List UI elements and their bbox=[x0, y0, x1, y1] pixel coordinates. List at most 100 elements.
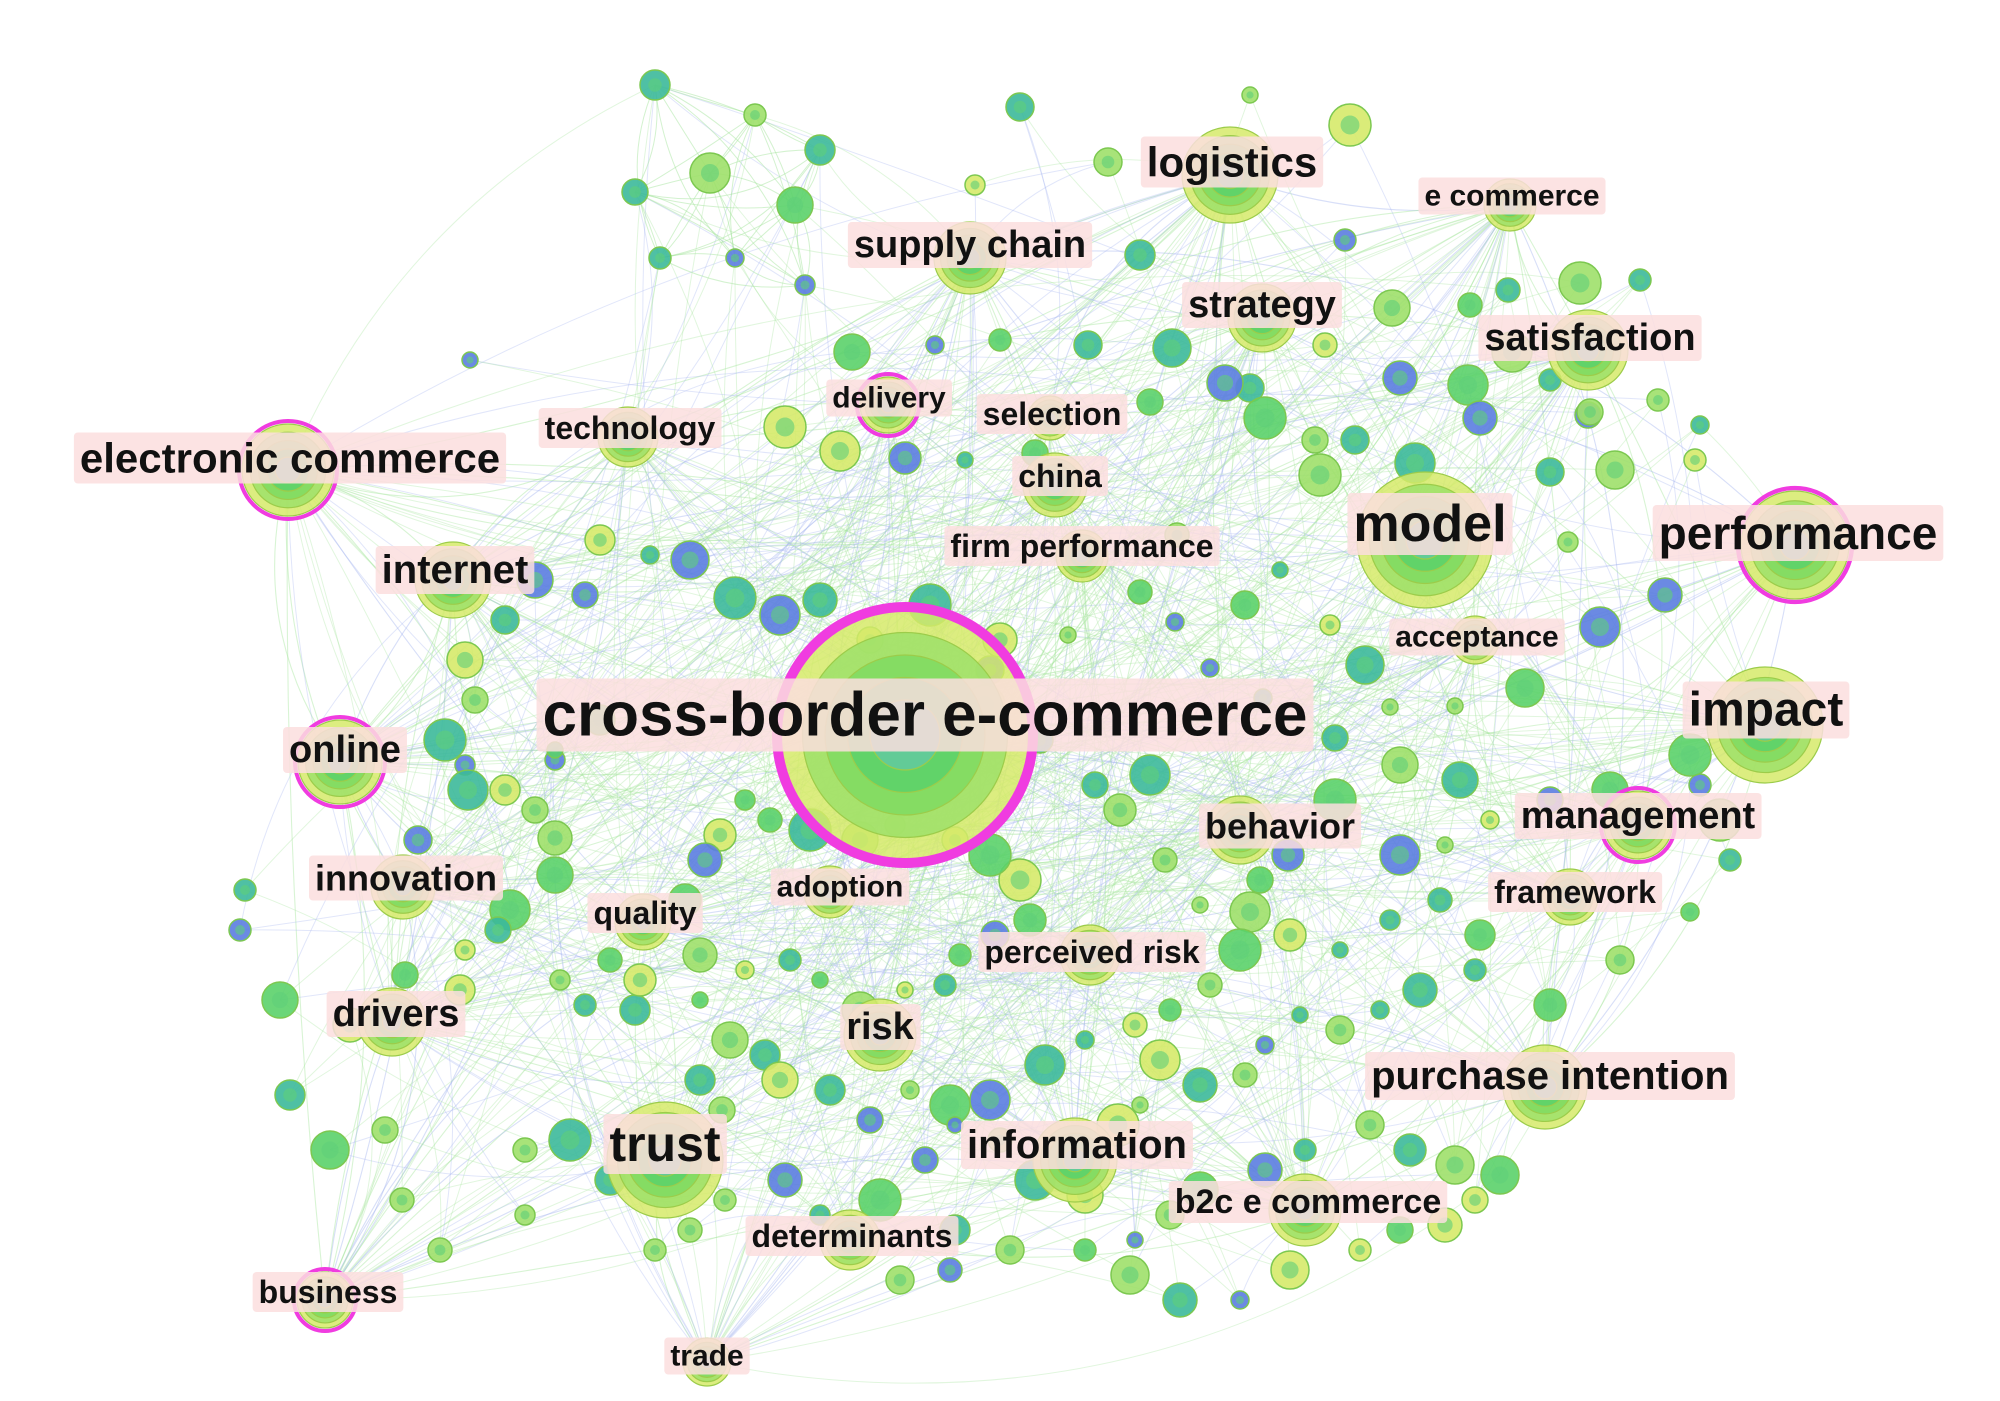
co-occurrence-edge bbox=[1087, 344, 1310, 1211]
co-occurrence-edge bbox=[1544, 724, 1766, 1088]
minor-node-core bbox=[1243, 381, 1257, 395]
co-occurrence-edge bbox=[1261, 317, 1591, 413]
keyword-label-background bbox=[664, 1337, 750, 1375]
minor-node-core bbox=[1246, 91, 1254, 99]
minor-node-core bbox=[1276, 566, 1284, 574]
co-occurrence-edge bbox=[464, 204, 1511, 951]
co-occurrence-edge bbox=[969, 257, 1766, 726]
co-occurrence-edge bbox=[402, 886, 1341, 991]
co-occurrence-edge bbox=[402, 404, 889, 888]
minor-node-core bbox=[696, 996, 704, 1004]
co-occurrence-edge bbox=[654, 84, 806, 286]
minor-node-core bbox=[1441, 841, 1449, 849]
co-occurrence-edge bbox=[504, 257, 971, 621]
minor-node-core bbox=[1464, 299, 1476, 311]
keyword-label-background bbox=[538, 408, 722, 448]
minor-node-core bbox=[1309, 434, 1321, 446]
keyword-label: cross-border e-commerce bbox=[543, 681, 1308, 750]
co-occurrence-edge bbox=[1217, 387, 1251, 831]
minor-node-core bbox=[271, 991, 289, 1009]
keyword-label: supply chain bbox=[854, 224, 1086, 266]
co-occurrence-edge bbox=[706, 1086, 1546, 1363]
keyword-label-background bbox=[1198, 803, 1362, 849]
minor-node-core bbox=[1319, 339, 1331, 351]
minor-node-core bbox=[1459, 376, 1477, 394]
co-occurrence-edge bbox=[642, 639, 1476, 923]
minor-node-core bbox=[1296, 1011, 1304, 1019]
keyword-label: trust bbox=[609, 1116, 720, 1172]
minor-node-core bbox=[1101, 155, 1115, 169]
minor-node-core bbox=[864, 1114, 876, 1126]
minor-node-core bbox=[529, 804, 541, 816]
minor-node-core bbox=[1570, 273, 1590, 293]
keyword-label: quality bbox=[593, 895, 696, 931]
keyword-label-background bbox=[1488, 872, 1663, 912]
co-occurrence-edge bbox=[664, 1076, 1141, 1161]
co-occurrence-edge bbox=[829, 891, 1161, 1061]
co-occurrence-edge bbox=[1549, 471, 1646, 826]
co-occurrence-edge bbox=[339, 307, 1393, 763]
co-occurrence-edge bbox=[287, 469, 811, 831]
co-occurrence-edge bbox=[509, 436, 629, 911]
co-occurrence-edge bbox=[1425, 639, 1476, 901]
co-occurrence-edge bbox=[734, 339, 1589, 599]
minor-node-core bbox=[1375, 1005, 1385, 1015]
co-occurrence-edge bbox=[654, 84, 821, 151]
minor-node-core bbox=[951, 1121, 959, 1129]
keyword-label: acceptance bbox=[1395, 621, 1558, 654]
co-occurrence-edge bbox=[1224, 382, 1766, 726]
keyword-label-background bbox=[1682, 681, 1850, 739]
co-occurrence-edge bbox=[1278, 799, 1336, 1211]
minor-node-core bbox=[843, 343, 861, 361]
minor-node-core bbox=[758, 1048, 772, 1062]
minor-node-core bbox=[901, 986, 909, 994]
keyword-label: determinants bbox=[752, 1218, 953, 1254]
minor-node-core bbox=[1695, 420, 1705, 430]
co-occurrence-edge bbox=[1239, 541, 1569, 831]
minor-node-core bbox=[1635, 275, 1645, 285]
co-occurrence-edge bbox=[387, 659, 466, 1023]
co-occurrence-edge bbox=[1081, 204, 1511, 557]
co-occurrence-edge bbox=[627, 436, 1621, 961]
keyword-label-background bbox=[1140, 136, 1324, 188]
minor-node-core bbox=[1406, 454, 1424, 472]
co-occurrence-edge bbox=[504, 544, 1796, 621]
co-occurrence-edge bbox=[391, 1021, 821, 1216]
minor-node-core bbox=[1690, 455, 1700, 465]
minor-node-core bbox=[1333, 1023, 1347, 1037]
co-occurrence-edge bbox=[402, 886, 1691, 1021]
minor-node-core bbox=[580, 1000, 590, 1010]
co-occurrence-edge bbox=[324, 436, 629, 1301]
minor-node-core bbox=[1080, 1035, 1090, 1045]
minor-node-core bbox=[1300, 1145, 1310, 1155]
co-occurrence-edge bbox=[849, 639, 1476, 1241]
co-occurrence-edge bbox=[1049, 417, 1306, 1211]
keyword-label-background bbox=[826, 379, 953, 417]
minor-node-core bbox=[693, 1073, 707, 1087]
minor-node-core bbox=[632, 972, 648, 988]
keyword-label-background bbox=[944, 526, 1220, 566]
minor-node-core bbox=[1281, 1261, 1299, 1279]
co-occurrence-edge bbox=[784, 317, 1263, 428]
co-occurrence-edge bbox=[554, 257, 971, 751]
minor-node-core bbox=[240, 885, 250, 895]
minor-node-core bbox=[1340, 115, 1360, 135]
co-occurrence-edge bbox=[1324, 344, 1639, 826]
keyword-label-background bbox=[745, 1216, 959, 1256]
minor-node-core bbox=[434, 1244, 446, 1256]
keyword-label: electronic commerce bbox=[80, 435, 500, 482]
minor-node-core bbox=[396, 1194, 408, 1206]
co-occurrence-edge bbox=[879, 799, 1551, 1036]
minor-node-core bbox=[980, 845, 1000, 865]
co-occurrence-edge bbox=[324, 1158, 1306, 1301]
keyword-label-background bbox=[1514, 793, 1762, 839]
co-occurrence-edge bbox=[554, 874, 708, 1363]
co-occurrence-edge bbox=[642, 174, 1231, 923]
minor-node-core bbox=[771, 606, 789, 624]
minor-node-core bbox=[1473, 928, 1487, 942]
minor-node-core bbox=[469, 694, 481, 706]
keyword-label-background bbox=[1652, 505, 1944, 561]
co-occurrence-edge bbox=[339, 239, 1346, 763]
co-occurrence-edge bbox=[504, 619, 881, 1036]
minor-node-core bbox=[1336, 946, 1344, 954]
